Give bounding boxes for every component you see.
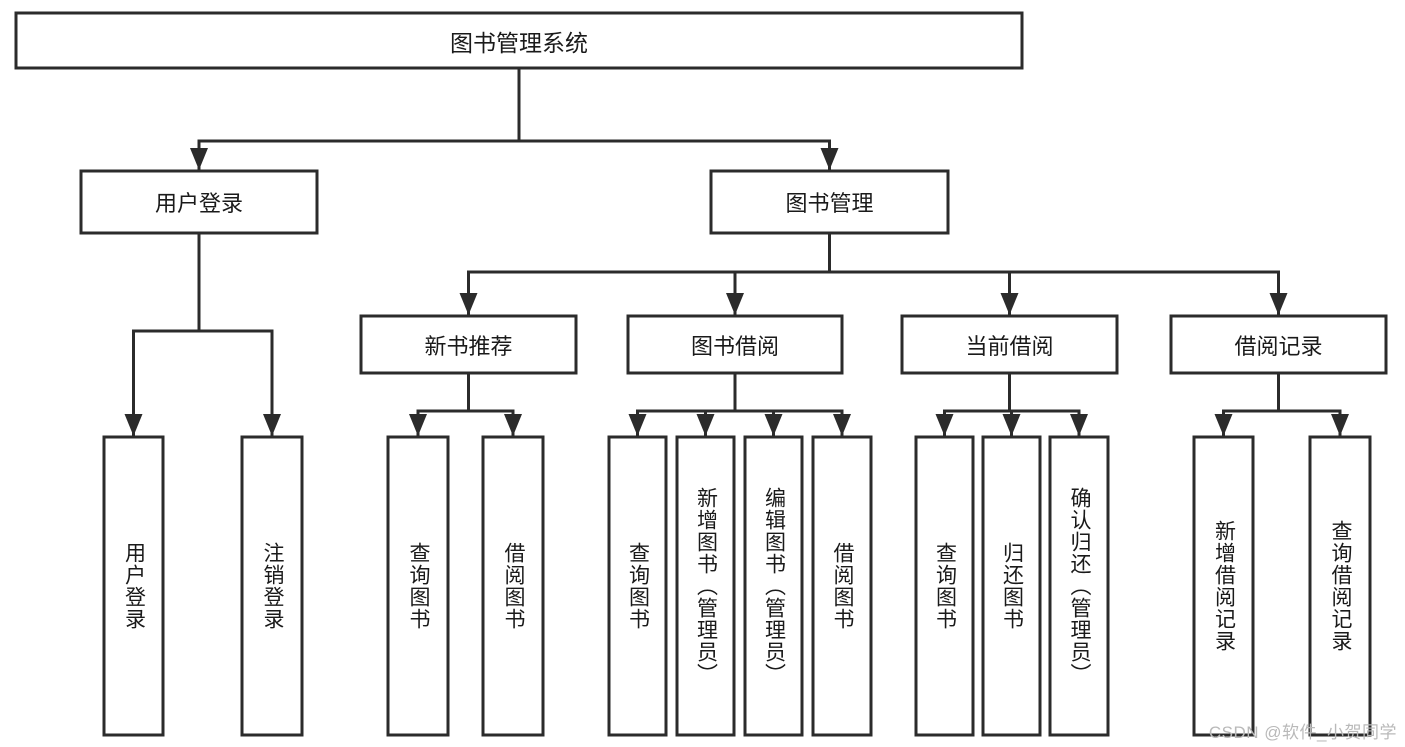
node-leaf-1[interactable] bbox=[240, 435, 304, 737]
arrow-head-level3 bbox=[1000, 293, 1019, 315]
node-level3-label-2: 当前借阅 bbox=[965, 333, 1054, 359]
node-level3-3[interactable] bbox=[1169, 314, 1388, 375]
arrow-head-level2 bbox=[820, 148, 839, 170]
node-leaf-label-11: 新增借阅记录 bbox=[1212, 520, 1236, 652]
node-level3-0[interactable] bbox=[359, 314, 578, 375]
arrow-head-leaf bbox=[409, 414, 427, 436]
node-level2-label-0: 用户登录 bbox=[154, 191, 243, 216]
node-leaf-label-9: 归还图书 bbox=[1000, 542, 1024, 630]
watermark: CSDN @软件_小贺同学 bbox=[1208, 723, 1397, 742]
node-level3-label-0: 新书推荐 bbox=[424, 333, 513, 359]
arrow-head-leaf bbox=[263, 414, 281, 436]
node-leaf-12[interactable] bbox=[1308, 435, 1372, 737]
node-leaf-10[interactable] bbox=[1048, 435, 1110, 737]
node-leaf-6[interactable] bbox=[743, 435, 804, 737]
node-leaf-9[interactable] bbox=[981, 435, 1042, 737]
node-leaf-3[interactable] bbox=[481, 435, 545, 737]
arrow-head-leaf bbox=[1331, 414, 1349, 436]
node-root-label: 图书管理系统 bbox=[450, 29, 588, 56]
node-level3-2[interactable] bbox=[900, 314, 1119, 375]
node-leaf-0[interactable] bbox=[102, 435, 165, 737]
node-level3-label-3: 借阅记录 bbox=[1234, 333, 1323, 359]
arrow-head-leaf bbox=[764, 414, 783, 436]
node-leaf-label-0: 用户登录 bbox=[122, 542, 146, 630]
arrow-head-leaf bbox=[1214, 414, 1233, 436]
arrow-head-leaf bbox=[504, 414, 522, 436]
arrow-head-leaf bbox=[1070, 414, 1088, 436]
node-leaf-7[interactable] bbox=[811, 435, 873, 737]
node-leaf-label-6: 编辑图书（管理员） bbox=[762, 487, 786, 685]
node-leaf-5[interactable] bbox=[675, 435, 736, 737]
arrow-head-leaf bbox=[935, 414, 954, 436]
node-leaf-label-3: 借阅图书 bbox=[502, 542, 526, 630]
arrow-head-level3 bbox=[459, 293, 478, 315]
node-level2-0[interactable] bbox=[79, 169, 319, 235]
node-leaf-label-12: 查询借阅记录 bbox=[1329, 520, 1353, 652]
node-leaf-8[interactable] bbox=[914, 435, 975, 737]
arrow-head-leaf bbox=[696, 414, 715, 436]
node-leaf-label-7: 借阅图书 bbox=[831, 542, 855, 630]
arrow-head-level3 bbox=[1269, 293, 1288, 315]
arrow-head-leaf bbox=[124, 414, 143, 436]
node-leaf-label-10: 确认归还（管理员） bbox=[1068, 487, 1092, 685]
node-root[interactable] bbox=[14, 11, 1024, 70]
arrow-head-level2 bbox=[190, 148, 208, 170]
node-level3-1[interactable] bbox=[626, 314, 844, 375]
arrow-head-leaf bbox=[1002, 414, 1021, 436]
node-leaf-11[interactable] bbox=[1192, 435, 1255, 737]
node-leaf-2[interactable] bbox=[386, 435, 450, 737]
node-leaf-label-8: 查询图书 bbox=[933, 542, 957, 630]
node-leaf-label-5: 新增图书（管理员） bbox=[694, 487, 718, 685]
arrow-head-level3 bbox=[726, 293, 744, 315]
node-leaf-label-4: 查询图书 bbox=[626, 542, 650, 630]
node-leaf-label-2: 查询图书 bbox=[407, 542, 431, 630]
node-level3-label-1: 图书借阅 bbox=[690, 333, 779, 359]
arrow-head-leaf bbox=[628, 414, 647, 436]
node-level2-label-1: 图书管理 bbox=[785, 191, 874, 216]
node-leaf-4[interactable] bbox=[607, 435, 668, 737]
arrow-head-leaf bbox=[833, 414, 851, 436]
node-leaf-label-1: 注销登录 bbox=[261, 542, 285, 630]
node-level2-1[interactable] bbox=[709, 169, 950, 235]
